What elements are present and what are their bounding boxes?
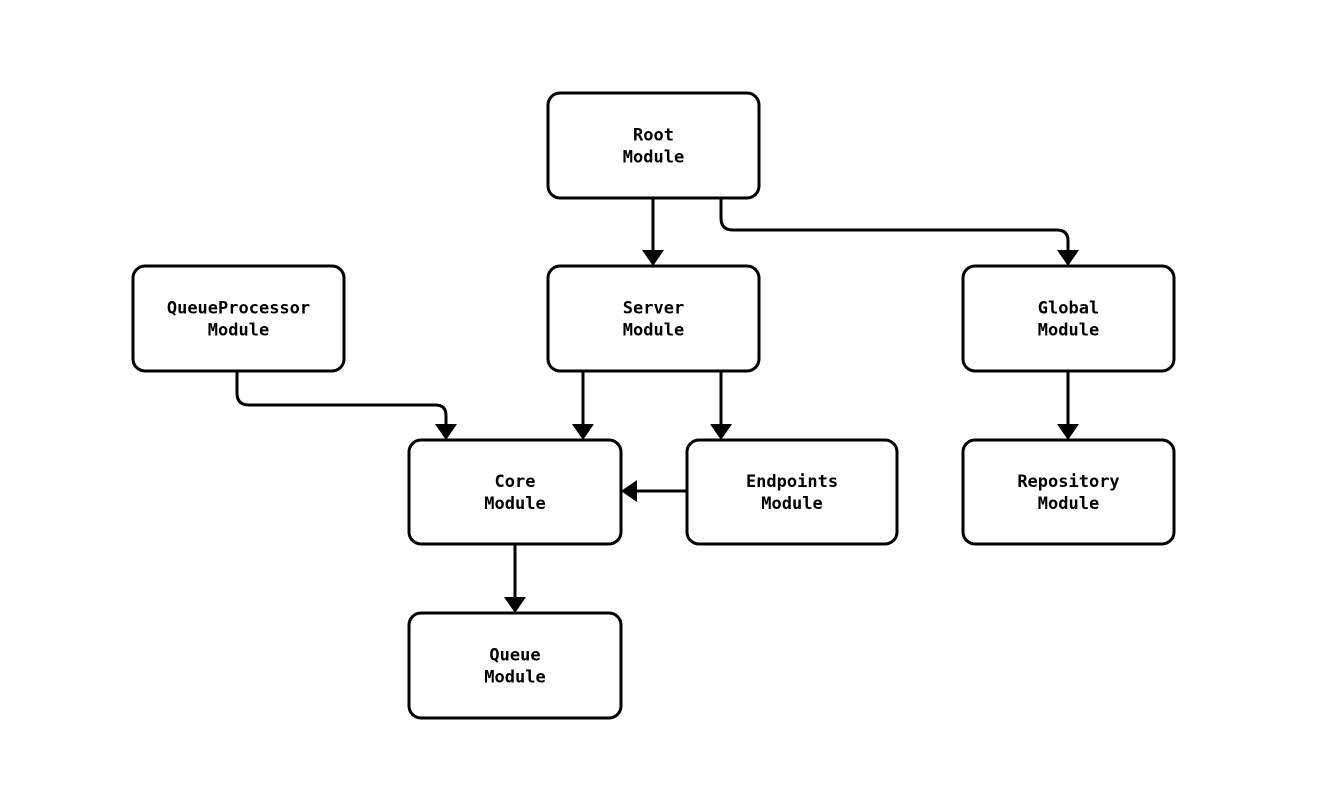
root-module-label-line1: Root xyxy=(633,126,674,146)
edge-server-to-endpoints xyxy=(710,371,732,440)
nodes-layer: RootModuleQueueProcessorModuleServerModu… xyxy=(131,91,1176,720)
queue-module-box[interactable] xyxy=(407,611,623,720)
core-module-box[interactable] xyxy=(407,438,623,546)
edge-root-to-global-arrowhead-icon xyxy=(1057,250,1079,266)
edge-core-to-queue xyxy=(504,544,526,613)
root-module-label-line2: Module xyxy=(623,148,684,168)
edge-global-to-repository xyxy=(1057,371,1079,440)
edge-root-to-global-line xyxy=(719,198,1070,252)
edge-root-to-server-arrowhead-icon xyxy=(642,250,664,266)
edge-root-to-server xyxy=(642,198,664,266)
repository-module-label-line1: Repository xyxy=(1017,472,1119,492)
edge-queueprocessor-to-core xyxy=(235,371,457,440)
edge-server-to-core xyxy=(572,371,594,440)
global-module-box[interactable] xyxy=(961,264,1176,373)
edge-server-to-core-arrowhead-icon xyxy=(572,424,594,440)
edge-server-to-endpoints-arrowhead-icon xyxy=(710,424,732,440)
repository-module-label-line2: Module xyxy=(1038,494,1099,514)
global-module-label-line1: Global xyxy=(1038,299,1099,319)
global-module-label-line2: Module xyxy=(1038,321,1099,341)
repository-module-box[interactable] xyxy=(961,438,1176,546)
queueprocessor-module-box[interactable] xyxy=(131,264,346,373)
endpoints-module-box[interactable] xyxy=(685,438,899,546)
edge-endpoints-to-core-arrowhead-icon xyxy=(621,480,637,502)
edge-queueprocessor-to-core-line xyxy=(235,371,448,426)
queue-module-label-line2: Module xyxy=(484,668,545,688)
edge-global-to-repository-arrowhead-icon xyxy=(1057,424,1079,440)
edge-endpoints-to-core xyxy=(621,480,687,502)
core-module-label-line1: Core xyxy=(495,472,536,492)
edge-queueprocessor-to-core-arrowhead-icon xyxy=(435,424,457,440)
queue-module-label-line1: Queue xyxy=(489,646,540,666)
core-module-label-line2: Module xyxy=(484,494,545,514)
server-module-box[interactable] xyxy=(546,264,761,373)
edge-core-to-queue-arrowhead-icon xyxy=(504,597,526,613)
root-module-box[interactable] xyxy=(546,91,761,200)
queueprocessor-module-label-line2: Module xyxy=(208,321,269,341)
server-module-label-line1: Server xyxy=(623,299,684,319)
edges-layer xyxy=(235,198,1079,613)
edge-root-to-global xyxy=(719,198,1079,266)
endpoints-module-label-line2: Module xyxy=(761,494,822,514)
endpoints-module-label-line1: Endpoints xyxy=(746,472,838,492)
queueprocessor-module-label-line1: QueueProcessor xyxy=(167,299,310,319)
server-module-label-line2: Module xyxy=(623,321,684,341)
